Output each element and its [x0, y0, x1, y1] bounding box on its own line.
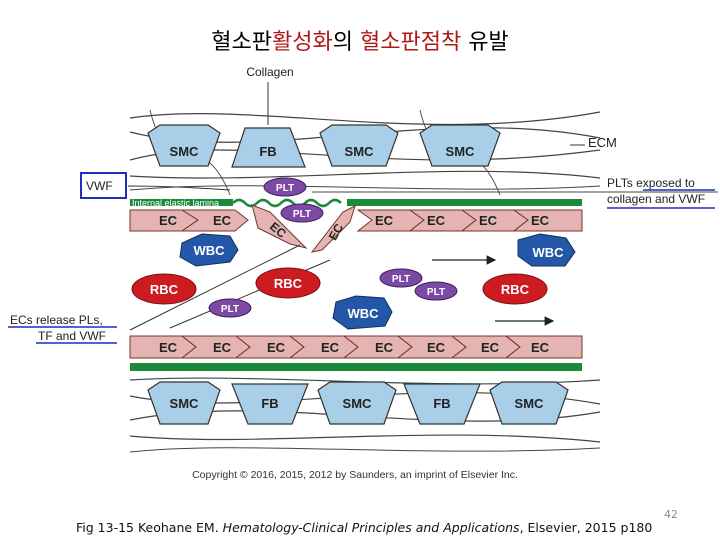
svg-text:WBC: WBC	[193, 243, 225, 258]
elastic-lamina-right	[347, 199, 582, 206]
damaged-lamina	[232, 198, 342, 208]
ec-cell: EC	[180, 209, 249, 232]
wbc-cell: WBC	[179, 233, 239, 267]
vwf-strand	[127, 185, 231, 191]
ec-cell: EC	[408, 209, 477, 232]
ec-label: EC	[159, 340, 178, 355]
ec-cell: EC	[512, 209, 583, 232]
svg-text:EC: EC	[427, 213, 446, 228]
svg-text:SMC: SMC	[343, 396, 373, 411]
smc-cell: SMC	[319, 124, 399, 167]
svg-text:SMC: SMC	[170, 144, 200, 159]
fb-cell: FB	[403, 383, 481, 425]
collagen-label: Collagen	[246, 65, 293, 79]
svg-text:WBC: WBC	[532, 245, 564, 260]
svg-text:FB: FB	[259, 144, 276, 159]
wbc-cell: WBC	[517, 233, 576, 267]
title-part-1: 혈소판	[211, 30, 273, 55]
ec-label: EC	[213, 340, 232, 355]
ecm-label: ECM	[588, 135, 617, 150]
svg-text:EC: EC	[531, 213, 550, 228]
slide-title: 혈소판활성화의 혈소판점착 유발	[0, 24, 720, 56]
platelet: PLT	[414, 281, 458, 301]
ec-cell: EC	[460, 209, 529, 232]
platelet: PLT	[263, 177, 307, 197]
fb-cell: FB	[231, 127, 306, 168]
smc-cell: SMC	[489, 381, 569, 425]
svg-text:SMC: SMC	[345, 144, 375, 159]
fb-cell: FB	[231, 383, 309, 425]
platelet: PLT	[208, 298, 252, 318]
elastic-lamina-label: Internal elastic lamina	[132, 198, 219, 208]
ec-cell: EC	[129, 209, 199, 232]
rbc-cell: RBC	[482, 273, 548, 305]
title-part-4: 혈소판점착	[360, 30, 462, 55]
ec-label: EC	[427, 340, 446, 355]
svg-text:PLT: PLT	[276, 183, 294, 194]
rbc-cell: RBC	[255, 267, 321, 299]
ec-label: EC	[531, 340, 550, 355]
svg-text:PLT: PLT	[392, 274, 410, 285]
vwf-label: VWF	[86, 179, 113, 193]
wbc-cell: WBC	[332, 295, 393, 330]
ec-label: EC	[375, 340, 394, 355]
svg-text:PLT: PLT	[427, 287, 445, 298]
svg-text:SMC: SMC	[515, 396, 545, 411]
svg-text:RBC: RBC	[274, 276, 303, 291]
smc-cell: SMC	[147, 124, 221, 167]
page-number: 42	[664, 508, 678, 521]
title-part-5: 유발	[461, 30, 509, 55]
svg-text:RBC: RBC	[501, 282, 530, 297]
platelet: PLT	[379, 268, 423, 288]
ecs-release-label-1: ECs release PLs,	[10, 313, 103, 327]
ec-label: EC	[481, 340, 500, 355]
title-part-3: 의	[332, 30, 360, 55]
title-part-2: 활성화	[272, 30, 333, 55]
svg-text:EC: EC	[375, 213, 394, 228]
svg-text:FB: FB	[433, 396, 450, 411]
caption-suffix: , Elsevier, 2015 p180	[519, 520, 653, 535]
figure-caption: Fig 13-15 Keohane EM. Hematology-Clinica…	[76, 520, 652, 535]
svg-text:SMC: SMC	[170, 396, 200, 411]
ec-label: EC	[321, 340, 340, 355]
svg-text:PLT: PLT	[221, 304, 239, 315]
vwf-highlight-box	[80, 172, 127, 199]
smc-cell: SMC	[317, 381, 397, 425]
elastic-lamina-left	[130, 199, 233, 206]
caption-prefix: Fig 13-15 Keohane EM.	[76, 520, 223, 535]
bottom-ec-row	[129, 335, 583, 359]
elastic-lamina-bottom	[130, 363, 582, 371]
ecs-release-label-2: TF and VWF	[38, 329, 106, 343]
smc-cell: SMC	[419, 124, 501, 167]
svg-text:EC: EC	[213, 213, 232, 228]
ec-label: EC	[267, 340, 286, 355]
svg-text:EC: EC	[159, 213, 178, 228]
svg-text:WBC: WBC	[347, 306, 379, 321]
platelet: PLT	[280, 203, 324, 223]
svg-text:EC: EC	[479, 213, 498, 228]
svg-text:SMC: SMC	[446, 144, 476, 159]
detached-ec-cell: EC	[251, 204, 308, 249]
copyright-notice: Copyright © 2016, 2015, 2012 by Saunders…	[192, 469, 518, 481]
caption-book-title: Hematology-Clinical Principles and Appli…	[222, 520, 520, 535]
rbc-cell: RBC	[131, 273, 197, 305]
flow-line	[129, 244, 301, 331]
svg-text:PLT: PLT	[293, 209, 311, 220]
svg-text:FB: FB	[261, 396, 278, 411]
svg-text:RBC: RBC	[150, 282, 179, 297]
smc-cell: SMC	[147, 381, 221, 425]
plts-exposed-label: PLTs exposed to	[607, 176, 695, 190]
collagen-and-vwf-label: collagen and VWF	[607, 192, 705, 206]
